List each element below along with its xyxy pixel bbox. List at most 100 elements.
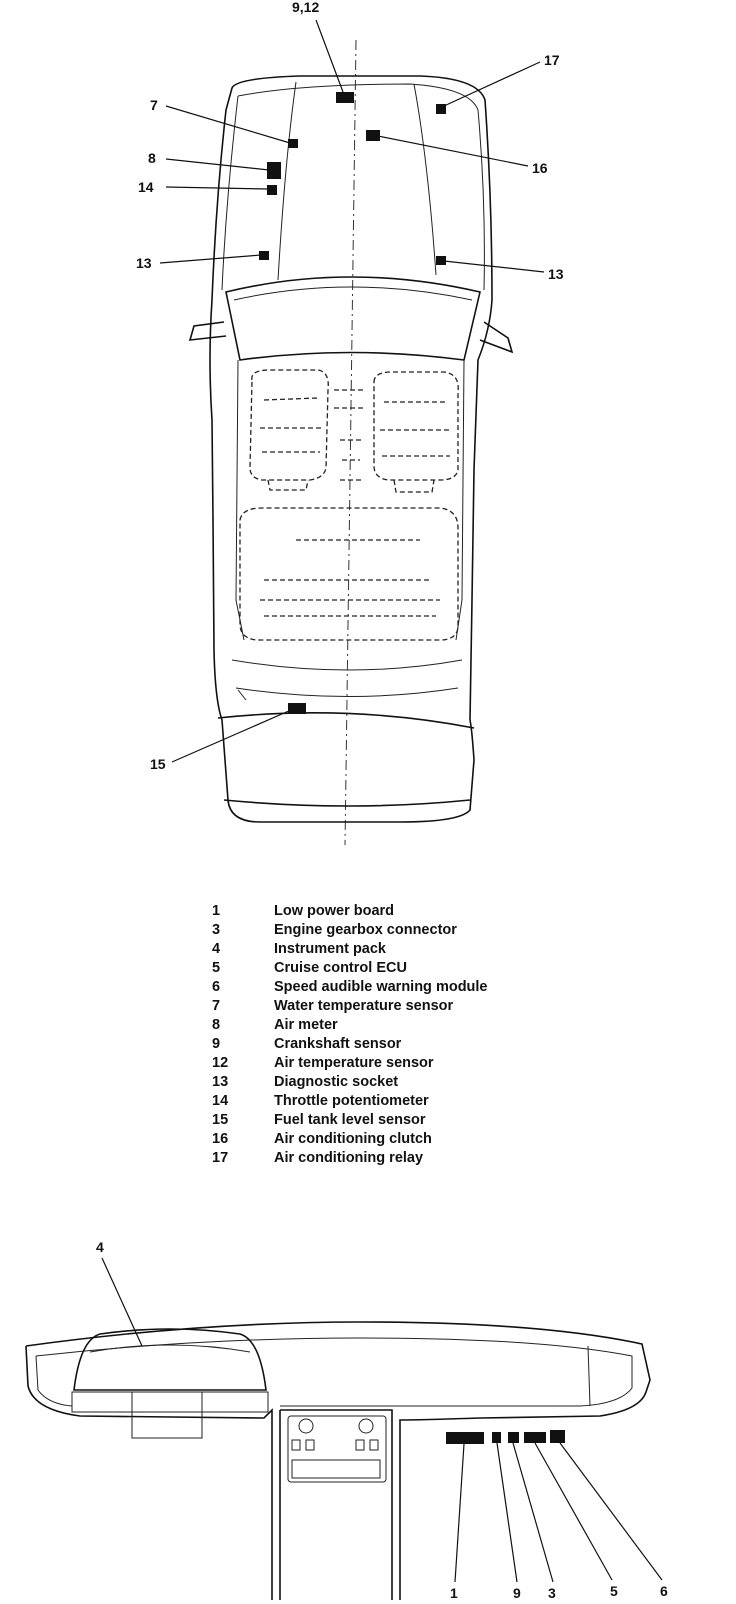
legend-row: 5 Cruise control ECU	[212, 959, 572, 978]
body-side-right	[455, 359, 465, 641]
diagnostic-socket-left-component	[259, 251, 269, 260]
center-console-stack	[279, 1409, 393, 1600]
legend-number: 13	[212, 1074, 229, 1090]
legend-number: 9	[212, 1036, 221, 1052]
engine-gearbox-connector-component	[508, 1432, 519, 1443]
bonnet-left-line	[277, 81, 297, 281]
callout-13-left: 13	[136, 255, 152, 271]
leader-4	[101, 1257, 143, 1347]
callout-14: 14	[138, 179, 154, 195]
legend-row: 12 Air temperature sensor	[212, 1054, 572, 1073]
windscreen	[225, 276, 481, 361]
legend-number: 4	[212, 941, 221, 957]
callout-17: 17	[544, 52, 560, 68]
leader-3	[512, 1442, 554, 1583]
leader-16	[377, 135, 529, 167]
water-temperature-sensor-component	[288, 139, 298, 148]
callout-9: 9	[513, 1585, 521, 1601]
legend-label: Air conditioning relay	[274, 1150, 424, 1166]
front-left-seat	[249, 369, 329, 491]
air-meter-component	[267, 162, 281, 179]
legend-label: Crankshaft sensor	[274, 1036, 402, 1052]
legend-number: 3	[212, 922, 221, 938]
leader-17	[443, 61, 541, 107]
throttle-potentiometer-component	[267, 185, 277, 195]
callout-7: 7	[150, 97, 158, 113]
left-dial	[298, 1418, 314, 1434]
right-mirror	[479, 321, 514, 354]
air-conditioning-relay-component	[436, 104, 446, 114]
legend-row: 17 Air conditioning relay	[212, 1149, 572, 1168]
legend-label: Throttle potentiometer	[274, 1093, 429, 1109]
right-dial	[358, 1418, 374, 1434]
low-power-board-component	[446, 1432, 484, 1444]
callout-16: 16	[532, 160, 548, 176]
legend-label: Air conditioning clutch	[274, 1131, 432, 1147]
legend-row: 6 Speed audible warning module	[212, 978, 572, 997]
instrument-pack-lower-panel	[131, 1391, 203, 1439]
console-switch	[291, 1439, 301, 1451]
legend-label: Air temperature sensor	[274, 1055, 434, 1071]
body-side-left	[235, 359, 245, 641]
air-conditioning-clutch-component	[366, 130, 380, 141]
speed-audible-warning-module-component	[550, 1430, 565, 1443]
leader-6	[559, 1442, 663, 1581]
callout-5: 5	[610, 1583, 618, 1599]
legend-row: 8 Air meter	[212, 1016, 572, 1035]
windscreen-inner	[233, 286, 473, 301]
legend-number: 12	[212, 1055, 229, 1071]
instrument-pack-hood	[89, 1344, 251, 1353]
rear-seat	[239, 507, 459, 641]
crankshaft-sensor-component	[336, 92, 354, 103]
console-switch	[355, 1439, 365, 1451]
leader-9-12	[315, 19, 344, 93]
callout-3: 3	[548, 1585, 556, 1601]
leader-14	[165, 186, 269, 190]
callout-4: 4	[96, 1239, 104, 1255]
callout-6: 6	[660, 1583, 668, 1599]
callout-8: 8	[148, 150, 156, 166]
legend-number: 17	[212, 1150, 229, 1166]
left-mirror	[188, 321, 227, 341]
center-console	[334, 389, 366, 481]
dashboard-top-inner	[35, 1337, 633, 1407]
instrument-pack	[73, 1328, 267, 1391]
leader-15	[171, 709, 292, 763]
leader-13-left	[159, 254, 262, 264]
callout-1: 1	[450, 1585, 458, 1601]
car-body-outline	[209, 75, 493, 823]
legend-label: Air meter	[274, 1017, 338, 1033]
cruise-control-ecu-component	[524, 1432, 546, 1443]
dashboard-divider	[587, 1345, 591, 1407]
legend-number: 6	[212, 979, 221, 995]
legend-number: 1	[212, 903, 221, 919]
legend-row: 4 Instrument pack	[212, 940, 572, 959]
bonnet-right-line	[413, 83, 437, 276]
leader-7	[165, 105, 291, 144]
legend-label: Fuel tank level sensor	[274, 1112, 426, 1128]
fuel-tank-level-sensor-component	[288, 703, 306, 714]
legend-label: Instrument pack	[274, 941, 386, 957]
rear-screen	[231, 659, 463, 701]
leader-8	[165, 158, 270, 171]
leader-5	[534, 1442, 613, 1581]
front-right-seat	[373, 371, 459, 493]
console-switch	[305, 1439, 315, 1451]
car-top-view-diagram: 9,12 7 8 14 13 17 16 13 15	[136, 0, 564, 846]
legend-number: 5	[212, 960, 221, 976]
diagnostic-socket-right-component	[436, 256, 446, 265]
dashboard-left-inner	[35, 1355, 73, 1407]
legend-number: 8	[212, 1017, 221, 1033]
car-inner-outline	[221, 83, 485, 291]
legend-label: Water temperature sensor	[274, 998, 454, 1014]
console-display	[291, 1459, 381, 1479]
legend-label: Speed audible warning module	[274, 979, 488, 995]
legend-label: Cruise control ECU	[274, 960, 407, 976]
